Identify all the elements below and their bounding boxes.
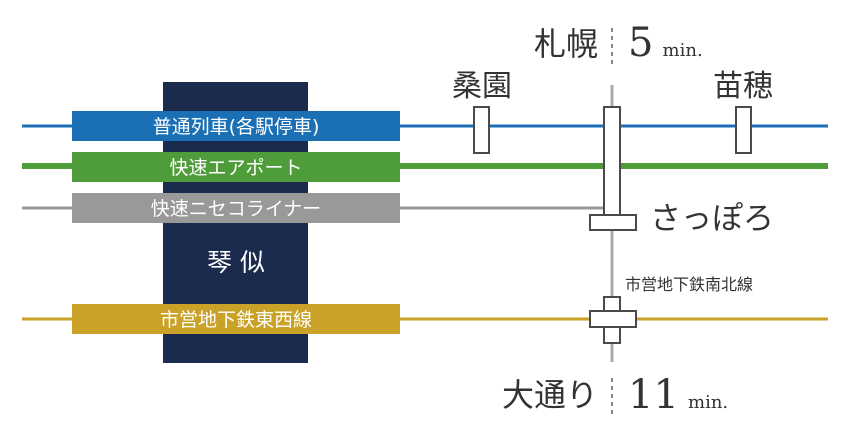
sapporo-time-value: 5 — [628, 20, 653, 66]
sapporo-subway-station-marker — [589, 214, 637, 231]
airport-line-label: 快速エアポート — [169, 157, 302, 179]
local-line-pill — [72, 111, 400, 141]
subway-line-label: 市営地下鉄東西線 — [160, 309, 312, 331]
naebo-station-marker — [735, 106, 752, 154]
subway-line-pill — [72, 304, 400, 334]
niseko-line-label: 快速ニセコライナー — [151, 198, 322, 220]
sapporo-jr-station-label: 札幌 — [534, 25, 598, 63]
odori-time-value: 11 — [628, 372, 679, 418]
airport-line-pill — [72, 152, 400, 182]
local-line-label: 普通列車(各駅停車) — [153, 116, 320, 138]
soen-station-marker — [473, 106, 490, 154]
origin-station-label: 琴 似 — [207, 248, 265, 277]
odori-station-label: 大通り — [502, 376, 598, 414]
namboku-line-label: 市営地下鉄南北線 — [625, 275, 753, 294]
odori-cross-center — [605, 312, 619, 326]
naebo-station-label: 苗穂 — [713, 69, 773, 104]
sapporo-subway-station-label: さっぽろ — [650, 201, 774, 237]
odori-time: 11 min. — [628, 372, 728, 418]
soen-station-label: 桑園 — [452, 69, 512, 104]
sapporo-time: 5 min. — [628, 20, 703, 66]
sapporo-time-unit: min. — [663, 40, 703, 61]
niseko-line-pill — [72, 193, 400, 223]
sapporo-jr-station-marker — [603, 106, 621, 216]
odori-time-unit: min. — [688, 392, 728, 413]
